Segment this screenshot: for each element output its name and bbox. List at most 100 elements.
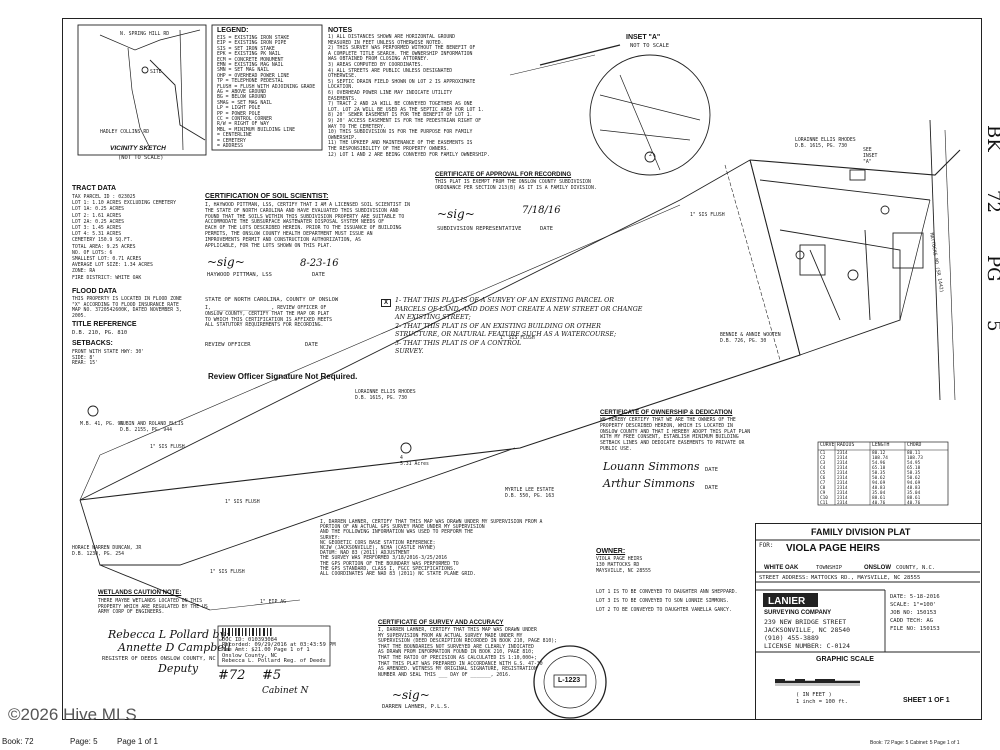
note-line: WAS OBTAINED FROM CLOSING ATTORNEY. xyxy=(328,57,430,63)
adjoiner-label: D.B. 1615, PG. 730 xyxy=(795,144,847,149)
legend-item: EIS = EXISTING IRON STAKE xyxy=(217,36,290,41)
curve-table-cell: 35.04 xyxy=(907,491,921,496)
accuracy-line: THAT THIS PLAT WAS PREPARED IN ACCORDANC… xyxy=(378,661,543,667)
curve-table-cell: 2314 xyxy=(837,451,848,456)
legend-item: PP = POWER POLE xyxy=(217,111,261,117)
curve-table-header: LENGTH xyxy=(872,443,890,448)
ownership-date-label: DATE xyxy=(705,467,718,473)
inset-a-circle xyxy=(589,54,711,176)
adjoiner-label: D.B. 2155, PG. 944 xyxy=(120,428,172,433)
company-license: LICENSE NUMBER: C-0124 xyxy=(764,642,851,650)
wetlands-line: THERE MAYBE WETLANDS LOCATED ON THIS xyxy=(98,599,202,604)
tract-data-item: LOT 3: 1.45 ACRES xyxy=(72,226,122,231)
gps-cert-line: SURVEY: xyxy=(320,535,341,541)
adjoiner-label: BENNIE & ANNIE WOOTEN xyxy=(720,333,781,338)
flood-data-line: MAP NO. 3720542600K, DATED NOVEMBER 3, xyxy=(72,308,182,314)
gps-cert-line: NC GEODETIC CORS BASE STATION REFERENCE: xyxy=(320,540,436,546)
ownership-line: ONSLOW COUNTY AND THAT I HEREBY ADOPT TH… xyxy=(600,429,751,435)
title-block: FAMILY DIVISION PLAT FOR: VIOLA PAGE HEI… xyxy=(755,523,982,720)
stamp-line: Rebecca L. Pollard Reg. of Deeds xyxy=(222,657,326,664)
accuracy-line: NUMBER AND SEAL THIS ___ DAY OF _______,… xyxy=(378,672,511,678)
approval-line: THIS PLAT IS EXEMPT FROM THE ONSLOW COUN… xyxy=(435,180,591,185)
lot-number-label: 2 xyxy=(649,153,652,158)
legend-item: TP = TELEPHONE PEDESTAL xyxy=(217,79,284,85)
curve-table-cell: C5 xyxy=(820,471,826,476)
handnote-line: PARCELS OF LAND, AND DOES NOT CREATE A N… xyxy=(395,305,643,313)
note-line: LOCATION. xyxy=(328,85,354,91)
adjoiner-label: D.B. 726, PG. 30 xyxy=(720,339,767,344)
review-not-required: Review Officer Signature Not Required. xyxy=(208,372,358,381)
legend-item: AG = ABOVE GROUND xyxy=(217,90,267,95)
adjoiner-label: LORAINNE ELLIS RHODES xyxy=(795,138,856,143)
legend-item: MBL = MINIMUM BUILDING LINE xyxy=(217,127,295,133)
note-line: 7) TRACT 2 AND 2A WILL BE CONVEYED TOGET… xyxy=(328,102,473,108)
monument-label: 1" SIS FLUSH xyxy=(150,445,185,450)
approval-signer-role: SUBDIVISION REPRESENTATIVE xyxy=(437,226,522,232)
curve-table-cell: C4 xyxy=(820,466,826,471)
see-inset-label: "A" xyxy=(863,160,872,165)
curve-table-cell: C9 xyxy=(820,491,826,496)
legend-item: EPK = EXISTING PK NAIL xyxy=(217,52,281,58)
see-inset-label: SEE xyxy=(863,148,872,153)
note-line: MEASURED IN FEET UNLESS OTHERWISE NOTED. xyxy=(328,40,444,46)
accuracy-line: MY SUPERVISION FROM AN ACTUAL SURVEY MAD… xyxy=(378,633,523,639)
curve-table-header: CURVE xyxy=(820,443,835,448)
curve-table-cell: C3 xyxy=(820,461,826,466)
soil-cert-line: IMPROVEMENTS PERMIT AND CONSTRUCTION AUT… xyxy=(205,237,361,243)
see-inset-label: INSET xyxy=(863,154,878,159)
curve-table-cell: C8 xyxy=(820,486,826,491)
watermark: ©2026 Hive MLS xyxy=(8,705,137,724)
curve-table-header: CHORD xyxy=(907,443,922,448)
township-label: TOWNSHIP xyxy=(816,565,842,571)
register-signature-1: Rebecca L Pollard by: xyxy=(108,628,230,641)
stamp-number: #72 xyxy=(218,668,246,683)
accuracy-line: AS AMENDED. WITNESS MY ORIGINAL SIGNATUR… xyxy=(378,667,537,673)
soil-cert-line: PERMITS, THE ONSLOW COUNTY HEALTH DEPART… xyxy=(205,232,373,237)
monument-label: 1" SIS FLUSH xyxy=(210,570,245,575)
curve-table-header: RADIUS xyxy=(837,443,855,448)
curve-table-cell: 2314 xyxy=(837,486,848,491)
gps-cert-line: PORTION OF AN ACTUAL GPS SURVEY MADE UND… xyxy=(320,525,485,531)
street-address: MATTOCKS RD., MAYSVILLE, NC 28555 xyxy=(811,575,921,581)
ownership-line: WE HEREBY CERTIFY THAT WE ARE THE OWNERS… xyxy=(600,418,736,423)
ownership-date-label: DATE xyxy=(705,485,718,491)
legend-item: SMN = SET MAG NAIL xyxy=(217,68,269,74)
soil-date-label: DATE xyxy=(312,272,325,278)
company-subtitle: SURVEYING COMPANY xyxy=(764,610,832,616)
setback-item: REAR: 15' xyxy=(72,361,98,367)
legend-item: LP = LIGHT POLE xyxy=(217,106,261,112)
adjoiner-label: D.B. 1230, PG. 254 xyxy=(72,552,124,557)
wetlands-line: ARMY CORP OF ENGINEERS. xyxy=(98,610,165,616)
owner-signature-1: Louann Simmons xyxy=(603,460,700,473)
note-line: 6) OVERHEAD POWER LINE MAY INDICATE UTIL… xyxy=(328,91,453,96)
plat-date: DATE: 5-18-2016 xyxy=(890,594,940,600)
vicinity-road-label: N. SPRING HILL RD xyxy=(120,32,170,37)
vicinity-title: VICINITY SKETCH xyxy=(110,145,166,152)
note-line: 11) THE UPKEEP AND MAINTENANCE OF THE EA… xyxy=(328,141,473,147)
curve-table-cell: 2314 xyxy=(837,466,848,471)
gps-cert-line: THE GPS PORTION OF THE BOUNDARY WAS PERF… xyxy=(320,561,459,567)
monument-label: 1" SIS FLUSH xyxy=(500,336,535,341)
accuracy-line: THAT THE RATIO OF PRECISION AS CALCULATE… xyxy=(378,656,537,661)
tract-data-item: ZONE: RA xyxy=(72,269,96,275)
scale-in-feet: ( IN FEET ) xyxy=(796,692,832,698)
legend-title: LEGEND: xyxy=(217,27,249,34)
accuracy-title: CERTIFICATE OF SURVEY AND ACCURACY xyxy=(378,620,504,626)
soil-cert-line: FOUND THAT THE SOILS WITHIN THIS SUBDIVI… xyxy=(205,214,405,220)
company-logo xyxy=(763,593,818,607)
handnote-line: 1- THAT THIS PLAT IS OF A SURVEY OF AN E… xyxy=(395,297,615,304)
vicinity-frame xyxy=(77,24,207,156)
street-label: STREET ADDRESS: xyxy=(759,575,809,581)
flood-data-line: THIS PROPERTY IS LOCATED IN FLOOD ZONE xyxy=(72,297,182,302)
curve-table-cell: C2 xyxy=(820,456,826,461)
accuracy-line: I, DARREN LAHNER, CERTIFY THAT THIS MAP … xyxy=(378,628,537,633)
register-signature-2: Annette D Campbell xyxy=(118,641,231,654)
legend-item: EIP = EXISTING IRON PIPE xyxy=(217,41,287,47)
accuracy-signer: DARREN LAHNER, P.L.S. xyxy=(382,704,451,710)
monument-label: 1" EIP AG xyxy=(260,600,286,605)
company-address-2: JACKSONVILLE, NC 28540 xyxy=(764,626,851,634)
owner-line: VIOLA PAGE HEIRS xyxy=(596,557,643,562)
curve-table-cell: 2314 xyxy=(837,461,848,466)
ownership-line: SETBACK LINES AND DEDICATE EASEMENTS TO … xyxy=(600,441,745,447)
